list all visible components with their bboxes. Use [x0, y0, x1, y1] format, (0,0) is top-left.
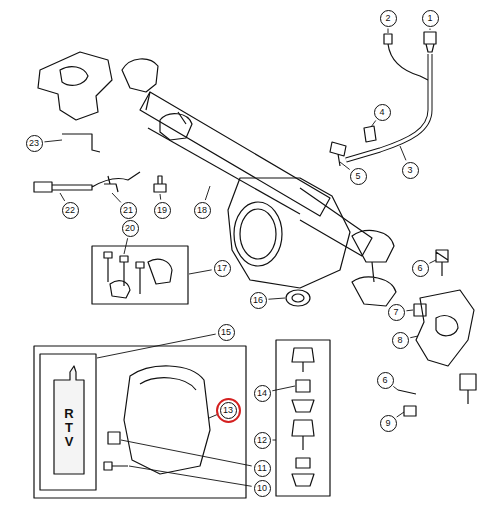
leader-line	[273, 440, 277, 441]
callout-number: 12	[254, 432, 271, 449]
leader-line	[112, 193, 121, 202]
callout-number: 22	[62, 202, 79, 219]
callout-number: 6	[412, 260, 429, 277]
leader-line	[400, 146, 406, 160]
leader-line	[406, 310, 413, 312]
callout-number: 15	[218, 324, 235, 341]
leader-line	[121, 440, 252, 466]
callout-number: 11	[254, 460, 271, 477]
leader-line	[97, 334, 216, 358]
leader-line	[209, 414, 218, 418]
leader-line	[429, 260, 436, 263]
callout-number: 7	[388, 304, 405, 321]
leader-line	[272, 386, 295, 391]
leader-line	[160, 194, 162, 200]
callout-number: 8	[392, 332, 409, 349]
leader-line	[44, 140, 62, 142]
leader-line	[340, 162, 350, 170]
leader-line	[430, 29, 431, 31]
callout-number: 13	[220, 402, 237, 419]
callout-number: 14	[254, 385, 271, 402]
callout-number: 2	[380, 10, 397, 27]
callout-number: 1	[422, 10, 439, 27]
leader-line	[124, 238, 128, 254]
callout-number: 6	[377, 372, 394, 389]
leader-line	[189, 270, 212, 274]
callout-number: 18	[194, 202, 211, 219]
leader-line	[410, 336, 418, 338]
callout-number: 23	[26, 135, 43, 152]
leader-line	[268, 298, 285, 299]
callout-number: 5	[350, 168, 367, 185]
tube-label: RTV	[64, 407, 74, 450]
callout-number: 10	[254, 480, 271, 497]
callout-number: 19	[154, 202, 171, 219]
callout-number: 3	[402, 162, 419, 179]
callout-number: 17	[214, 260, 231, 277]
leader-line	[60, 193, 65, 201]
callout-number: 20	[122, 220, 139, 237]
leader-line	[371, 120, 376, 127]
leader-line	[397, 412, 404, 417]
leader-line	[388, 29, 389, 34]
callout-number: 4	[374, 104, 391, 121]
callout-number: 16	[250, 292, 267, 309]
callout-number: 9	[380, 415, 397, 432]
leader-line	[205, 186, 210, 200]
leader-line	[393, 386, 398, 390]
callout-number: 21	[120, 202, 137, 219]
leader-line	[129, 466, 252, 486]
